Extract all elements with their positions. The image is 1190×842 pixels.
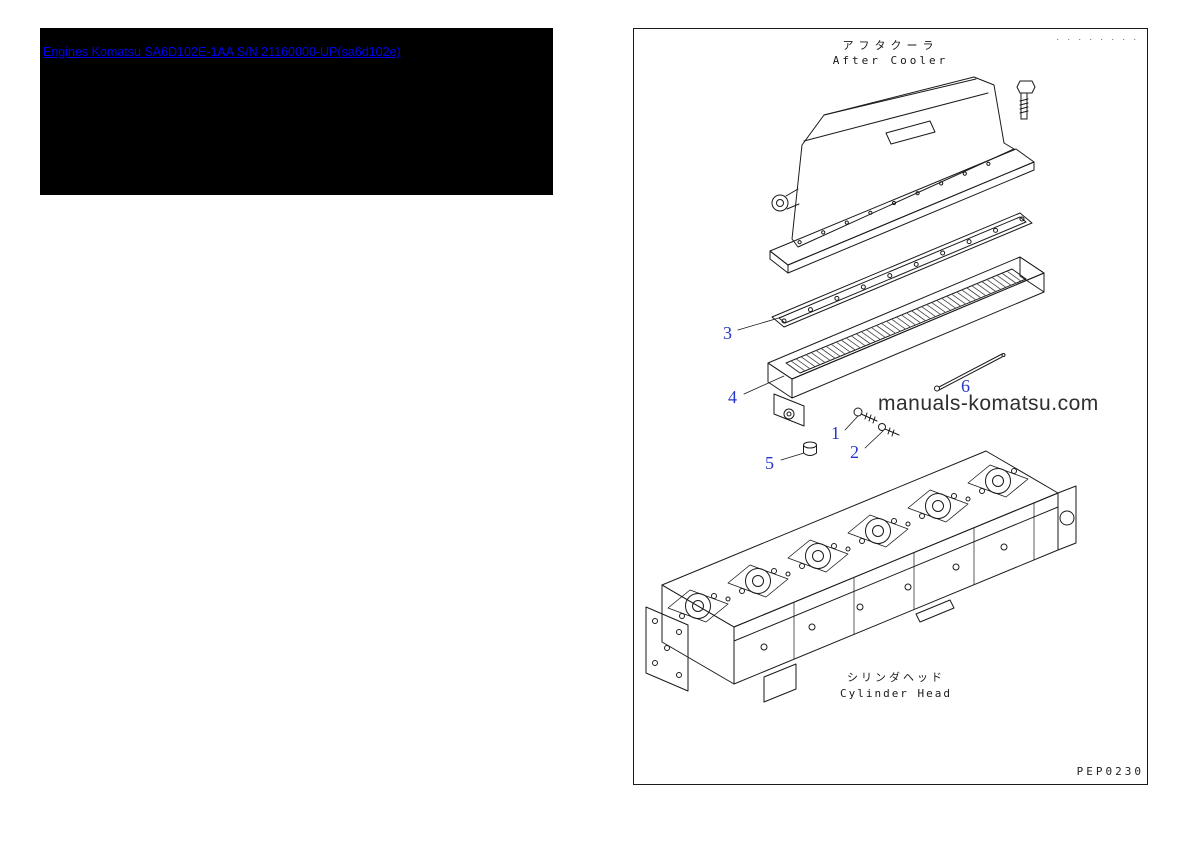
callout-3[interactable]: 3 <box>723 323 732 343</box>
after-cooler-core-housing <box>767 256 1045 427</box>
head-top-details <box>725 496 971 602</box>
model-link[interactable]: Engines Komatsu SA6D102E-1AA S/N 2116000… <box>43 45 401 59</box>
leader-lines <box>737 316 884 461</box>
parts-drawing <box>645 76 1077 703</box>
callout-5[interactable]: 5 <box>765 453 774 473</box>
core-hatching <box>785 270 1022 374</box>
cylinder-head-label-en: Cylinder Head <box>839 687 953 700</box>
callout-1[interactable]: 1 <box>831 423 840 443</box>
cylinder-head-label-jp: シリンダヘッド <box>847 671 945 684</box>
figure-code: PEP0230 <box>1076 765 1144 778</box>
gasket <box>771 212 1033 328</box>
callout-2[interactable]: 2 <box>850 442 859 462</box>
diagram-panel: . . . . . . . . アフタクーラ After Cooler manu… <box>633 28 1148 785</box>
callout-4[interactable]: 4 <box>728 387 737 407</box>
small-parts <box>803 353 1006 456</box>
callout-6[interactable]: 6 <box>961 376 970 396</box>
cylinder-head <box>645 450 1077 703</box>
flange-bolt-holes <box>797 161 991 245</box>
watermark: manuals-komatsu.com <box>878 392 1099 415</box>
after-cooler-cover <box>769 76 1035 274</box>
cover-panel: Engines Komatsu SA6D102E-1AA S/N 2116000… <box>40 28 553 195</box>
mounting-bolt-icon <box>1016 80 1036 120</box>
corner-marks: . . . . . . . . <box>1056 32 1139 42</box>
after-cooler-label-en: After Cooler <box>832 54 949 67</box>
cylinder-bosses <box>667 464 1029 623</box>
cylinder-head-label: シリンダヘッド Cylinder Head <box>796 669 996 700</box>
after-cooler-label-jp: アフタクーラ <box>842 39 939 52</box>
head-front-details <box>760 502 1035 660</box>
